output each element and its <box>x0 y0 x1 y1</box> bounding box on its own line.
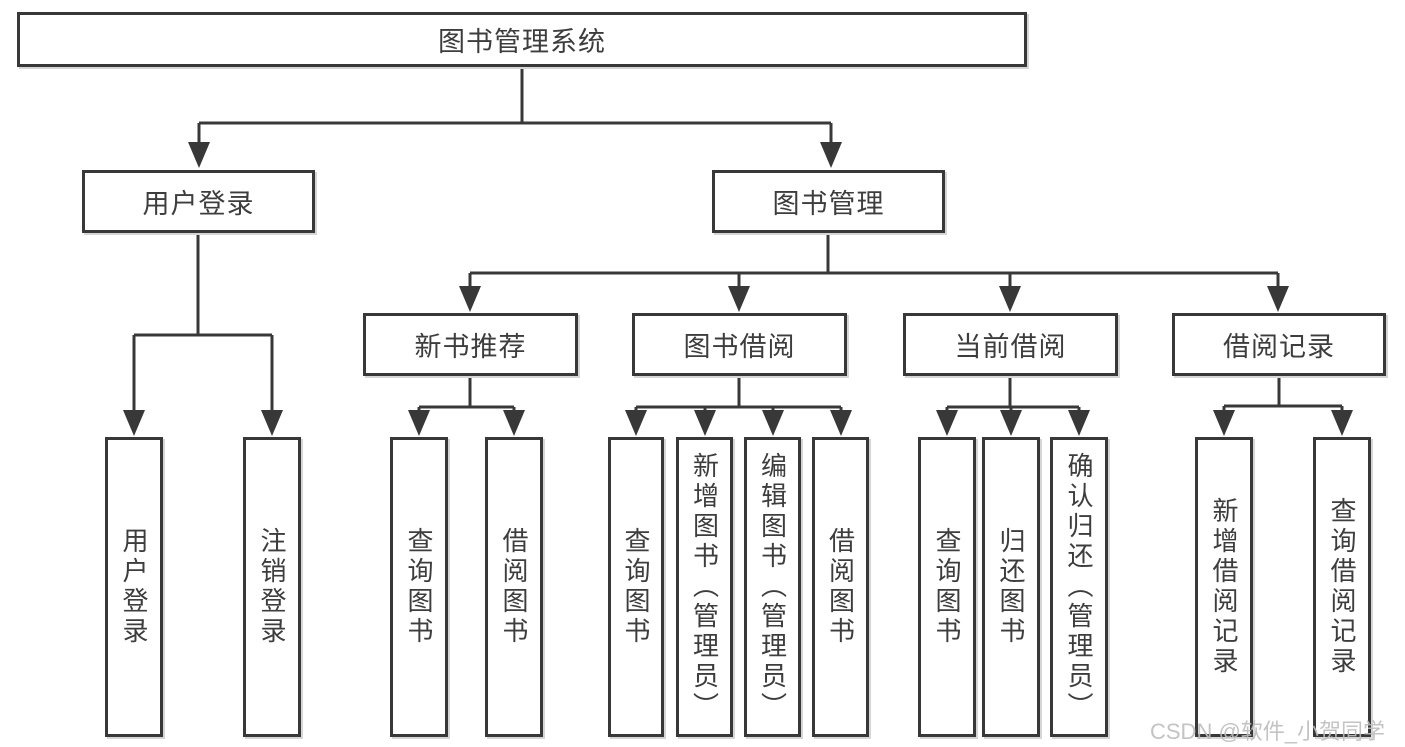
node-book-borrowing: 图书借阅 <box>632 313 847 376</box>
node-leaf-add-borrow-record: 新增借阅记录 <box>1195 437 1253 737</box>
node-leaf-query-borrow-record: 查询借阅记录 <box>1313 437 1371 737</box>
node-current-borrowing: 当前借阅 <box>903 313 1118 376</box>
node-leaf-confirm-return-admin: 确认归还（管理员） <box>1050 437 1108 737</box>
node-leaf-query-books-borrowing: 查询图书 <box>608 437 664 737</box>
user-login-branch-connector <box>123 233 283 436</box>
node-leaf-add-books-admin: 新增图书（管理员） <box>676 437 733 737</box>
node-borrowing-records: 借阅记录 <box>1172 313 1386 376</box>
node-leaf-query-books-current: 查询图书 <box>918 437 976 737</box>
node-leaf-query-books-recommend: 查询图书 <box>390 437 448 737</box>
node-new-book-recommend: 新书推荐 <box>363 313 578 376</box>
node-leaf-borrow-books-recommend: 借阅图书 <box>485 437 543 737</box>
node-leaf-logout: 注销登录 <box>243 437 301 737</box>
node-library-management-system: 图书管理系统 <box>17 12 1027 67</box>
book-management-branch-connector <box>459 233 1289 312</box>
node-book-management: 图书管理 <box>712 170 945 233</box>
root-to-level2-connector <box>188 67 842 168</box>
level3-branches-connector <box>408 376 1353 436</box>
node-leaf-borrow-books: 借阅图书 <box>812 437 869 737</box>
csdn-watermark: CSDN @软件_小贺同学 <box>1150 719 1386 744</box>
node-leaf-edit-books-admin: 编辑图书（管理员） <box>744 437 801 737</box>
node-leaf-user-login: 用户登录 <box>105 437 163 737</box>
node-leaf-return-books: 归还图书 <box>982 437 1040 737</box>
node-user-login: 用户登录 <box>82 170 315 233</box>
